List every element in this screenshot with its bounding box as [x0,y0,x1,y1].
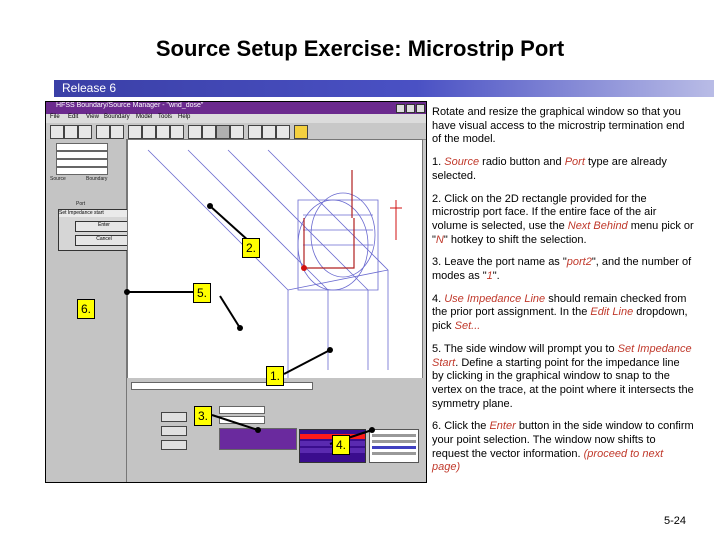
tool-select-icon[interactable] [128,125,142,139]
menu-bar: File Edit View Boundary Model Tools Help [46,114,426,123]
callout-4: 4. [332,435,351,455]
menu-help[interactable]: Help [178,114,191,120]
snap-vertex [301,265,307,271]
tool-view-side-icon[interactable] [248,125,262,139]
side-window-header: Set Impedance start [59,210,137,217]
tool-next-icon[interactable] [276,125,290,139]
instruction-step-6: 6. Click the Enter button in the side wi… [432,420,694,474]
panel-field-4[interactable] [56,167,108,175]
command-field[interactable] [131,382,313,390]
tool-view-front-icon[interactable] [230,125,244,139]
source-radio[interactable]: Source [50,176,66,182]
maximize-icon[interactable] [406,104,415,113]
tool-print-icon[interactable] [78,125,92,139]
callout-6: 6. [77,299,96,319]
menu-tools[interactable]: Tools [158,114,173,120]
close-icon[interactable] [416,104,425,113]
tool-fit-icon[interactable] [188,125,202,139]
menu-file[interactable]: File [50,114,60,120]
instructions: Rotate and resize the graphical window s… [432,106,694,484]
menu-boundary[interactable]: Boundary [104,114,130,120]
port-radio[interactable]: Port [76,201,86,207]
port-name-field[interactable] [219,406,265,414]
tool-zoom-icon[interactable] [142,125,156,139]
minimize-icon[interactable] [396,104,405,113]
properties-row-3 [372,446,416,449]
tool-undo-icon[interactable] [96,125,110,139]
instruction-step-4: 4. Use Impedance Line should remain chec… [432,292,688,333]
window-title: HFSS Boundary/Source Manager - "wnd_dose… [56,102,204,109]
menu-model[interactable]: Model [136,114,153,120]
graphics-window[interactable] [127,139,423,379]
instruction-step-3: 3. Leave the port name as "port2", and t… [432,256,692,283]
page-number: 5-24 [663,515,686,527]
tool-pan-icon[interactable] [156,125,170,139]
panel-field-3[interactable] [56,159,108,167]
instruction-step-1: 1. Source radio button and Port type are… [432,156,667,182]
edit-button-2[interactable] [161,426,187,436]
properties-row-2 [372,440,416,443]
toolbar [46,123,426,140]
release-label: Release 6 [62,81,117,95]
tool-help-icon[interactable] [294,125,308,139]
edit-button-1[interactable] [161,412,187,422]
modes-field[interactable] [219,416,265,424]
tool-open-icon[interactable] [50,125,64,139]
menu-edit[interactable]: Edit [68,114,79,120]
callout-2: 2. [242,238,261,258]
properties-list[interactable] [369,429,419,463]
slide-title: Source Setup Exercise: Microstrip Port [155,36,565,61]
tool-view-iso-icon[interactable] [202,125,216,139]
properties-row-4 [372,452,416,455]
callout-1: 1. [266,366,285,386]
instruction-step-2: 2. Click on the 2D rectangle provided fo… [432,192,694,246]
window-title-bar: HFSS Boundary/Source Manager - "wnd_dose… [46,102,426,114]
tool-rotate-icon[interactable] [170,125,184,139]
model-wireframe[interactable] [128,140,422,378]
release-bar: Release 6 [54,80,714,97]
tool-redo-icon[interactable] [110,125,124,139]
instruction-intro: Rotate and resize the graphical window s… [432,106,685,146]
impedance-side-window: Set Impedance start Enter Cancel [58,209,138,251]
panel-field-2[interactable] [56,151,108,159]
tool-highlight-icon[interactable] [262,125,276,139]
panel-field-1[interactable] [56,143,108,151]
instruction-step-5: 5. The side window will prompt you to Se… [432,342,694,410]
edit-button-3[interactable] [161,440,187,450]
boundary-radio[interactable]: Boundary [86,176,108,182]
tool-save-icon[interactable] [64,125,78,139]
callout-3: 3. [194,406,213,426]
menu-view[interactable]: View [86,114,99,120]
callout-5: 5. [193,283,212,303]
tool-view-top-icon[interactable] [216,125,230,139]
properties-row-1 [372,434,416,437]
